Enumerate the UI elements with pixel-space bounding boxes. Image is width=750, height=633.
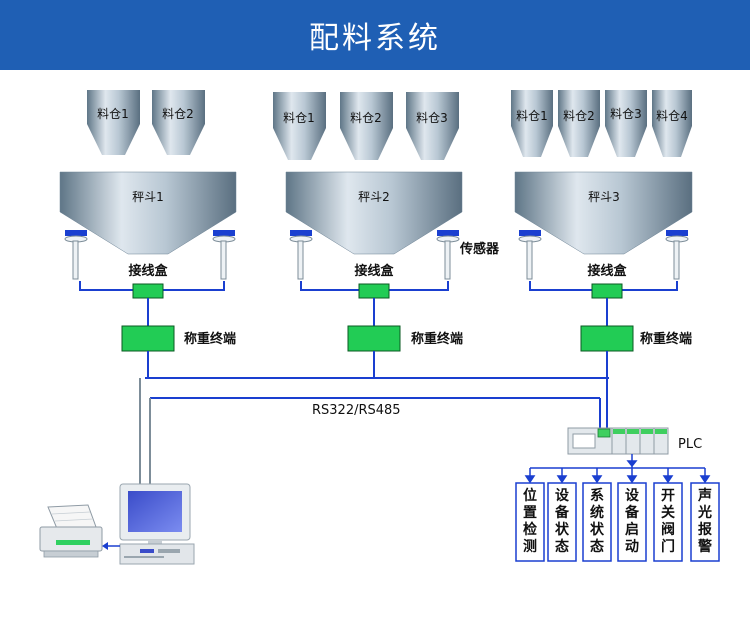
plc-output-box [515,482,545,562]
pc-case-icon [119,543,195,565]
title-banner: 配料系统 [0,0,750,70]
sensor-pad [65,230,87,236]
plc-label: PLC [678,437,702,452]
hopper-label: 秤斗3 [588,190,620,204]
plc-output: 设备状态 [547,482,577,562]
plc-output: 声光报警 [690,482,720,562]
hopper-2: 秤斗2 [285,171,463,255]
weighing-terminal [580,325,634,352]
junction-wiring [79,281,678,291]
plc-output-label: 设备启动 [624,488,640,555]
junction-box [591,283,623,299]
sensor-pad [666,230,688,236]
computer [119,483,195,565]
silo: 料仓2 [152,90,205,155]
hopper-label: 秤斗2 [358,190,390,204]
junction-box-label: 接线盒 [354,263,394,279]
silo-label: 料仓2 [563,109,595,123]
silo-label: 料仓1 [516,109,548,123]
printer-icon [39,504,103,558]
silo-label: 料仓3 [610,107,642,121]
silo-label: 料仓2 [162,107,194,121]
load-cells [65,230,688,236]
hopper-label: 秤斗1 [132,190,164,204]
bus-to-pc [139,378,151,484]
silo-group-3: 料仓1 料仓2 料仓3 料仓4 [511,90,692,157]
silo-label: 料仓1 [97,107,129,121]
silo-label: 料仓2 [350,111,382,125]
sensor-pad [519,230,541,236]
junction-box-label: 接线盒 [587,263,627,279]
silo: 料仓1 [511,90,553,157]
plc-output-label: 位置检测 [523,487,537,555]
communication-bus [145,351,609,428]
sensor-posts [64,235,689,280]
junction-to-terminal [147,298,608,326]
junction-box [132,283,164,299]
plc-output: 设备启动 [617,482,647,562]
page-title: 配料系统 [309,21,441,56]
junction-box-label: 接线盒 [128,263,168,279]
hopper-1: 秤斗1 [59,171,237,255]
silo: 料仓3 [605,90,647,157]
plc-output-box [582,482,612,562]
plc-output: 开关阀门 [653,482,683,562]
silo: 料仓3 [406,92,459,160]
silo-label: 料仓1 [283,111,315,125]
plc-output: 系统状态 [582,482,612,562]
plc-output-box [547,482,577,562]
silo: 料仓2 [340,92,393,160]
plc-output: 位置检测 [515,482,545,562]
silo: 料仓1 [273,92,326,160]
silo-group-1: 料仓1 料仓2 [87,90,205,155]
junction-box [358,283,390,299]
weighing-terminal-labels: 称重终端 称重终端 称重终端 [184,331,692,347]
plc-output-box [690,482,720,562]
sensor-pad [213,230,235,236]
silo-label: 料仓4 [656,109,688,123]
silo: 料仓4 [652,90,692,157]
weighing-terminals [121,325,634,352]
silo-label: 料仓3 [416,111,448,125]
plc-output-box [617,482,647,562]
junction-box-labels: 接线盒 接线盒 接线盒 [128,263,627,279]
sensor-pad [290,230,312,236]
plc-output-wiring [524,454,711,484]
sensor-label: 传感器 [459,241,500,257]
sensor-pad [437,230,459,236]
plc-output-box [653,482,683,562]
silo: 料仓2 [558,90,600,157]
silo: 料仓1 [87,90,140,155]
plc-output-label: 开关阀门 [661,488,675,555]
plc-outputs: 位置检测 设备状态 系统状态 设备启动 开关阀门 声光报警 [515,482,720,562]
weighing-terminal [347,325,401,352]
weighing-terminal-label: 称重终端 [411,331,463,347]
weighing-terminal-label: 称重终端 [640,331,692,347]
hopper-3: 秤斗3 [514,171,693,255]
plc-output-label: 声光报警 [697,487,712,555]
silo-group-2: 料仓1 料仓2 料仓3 [273,92,459,160]
weighing-terminal [121,325,175,352]
monitor-icon [119,483,191,544]
pc-to-printer-arrow [102,542,120,550]
weighing-terminal-label: 称重终端 [184,331,236,347]
bus-label: RS322/RS485 [312,403,401,418]
plc-output-label: 设备状态 [554,488,570,555]
plc-output-label: 系统状态 [590,487,605,555]
plc-unit [567,427,669,455]
